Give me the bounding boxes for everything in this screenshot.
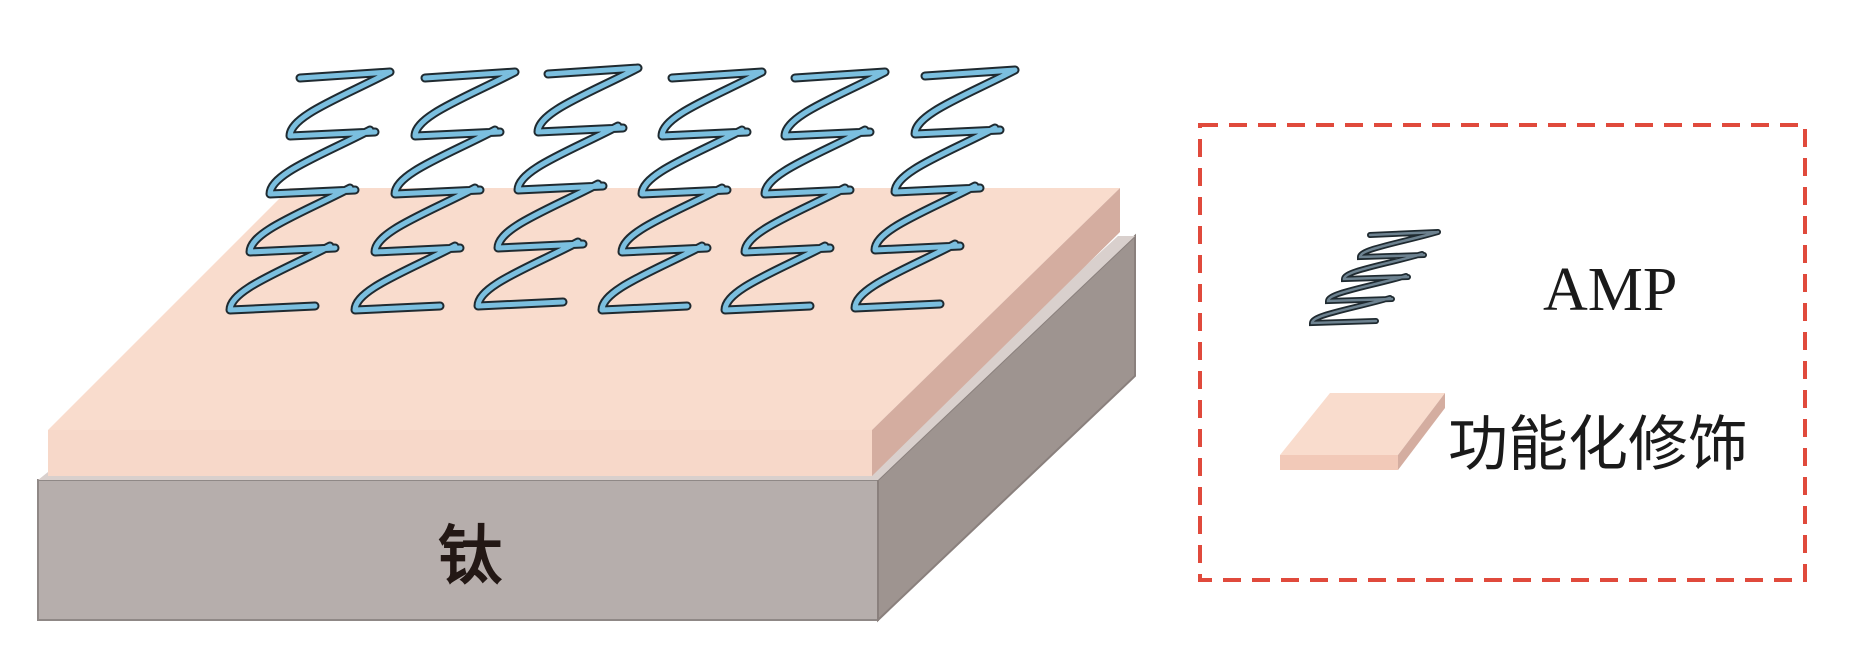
- amp-helix-5: [720, 67, 890, 315]
- legend-label-amp: AMP: [1543, 256, 1677, 324]
- coating-slab-icon: [1280, 393, 1445, 470]
- amp-helix-2: [350, 67, 520, 315]
- helix-icon: [1308, 229, 1441, 327]
- substrate-label: 钛: [438, 519, 503, 594]
- substrate-side-face: [877, 233, 1136, 623]
- amp-helix-1: [225, 67, 395, 315]
- legend: AMP 功能化修饰: [1198, 123, 1807, 582]
- coating-side-face: [872, 188, 1120, 476]
- titanium-substrate: [37, 233, 1136, 623]
- coating-front-face: [48, 430, 872, 476]
- amp-helix-4: [597, 67, 767, 315]
- legend-label-functionalization: 功能化修饰: [1448, 410, 1748, 480]
- legend-border: [1198, 123, 1807, 582]
- amp-helix-3: [473, 63, 643, 311]
- amp-helix-array: [225, 63, 1020, 315]
- amp-helix-6: [850, 65, 1020, 313]
